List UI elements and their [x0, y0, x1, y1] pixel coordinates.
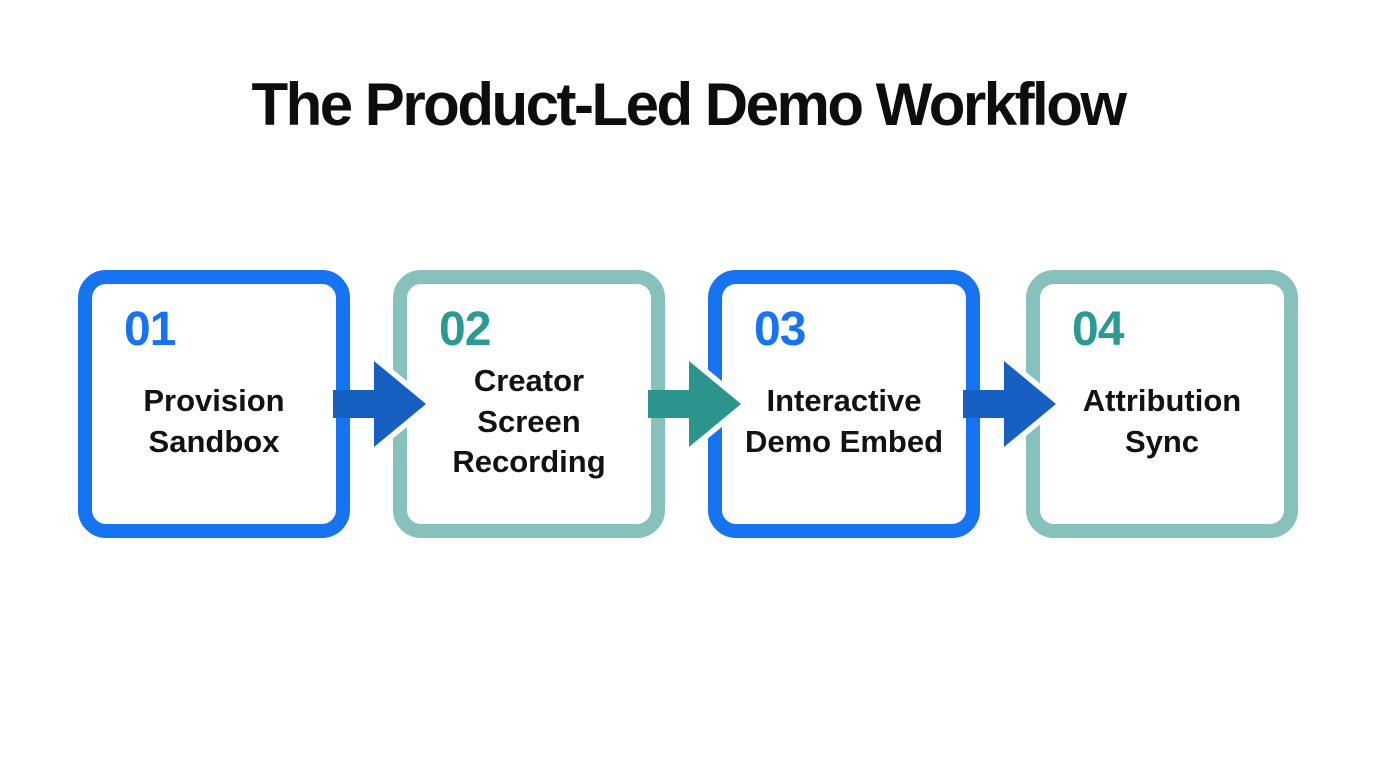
step-number: 02 [439, 303, 491, 356]
arrow-right-icon [963, 349, 1065, 459]
step-number: 03 [754, 303, 806, 356]
step-label: Interactive Demo Embed [744, 383, 944, 459]
step-label: Provision Sandbox [143, 383, 285, 459]
step-box-attribution-sync: 04 Attribution Sync [1026, 270, 1298, 538]
arrow-right-icon [648, 349, 750, 459]
arrow-right-icon [333, 349, 435, 459]
step-number: 04 [1072, 303, 1124, 356]
step-box-interactive-demo-embed: 03 Interactive Demo Embed [708, 270, 980, 538]
step-number: 01 [124, 303, 176, 356]
page-title: The Product-Led Demo Workflow [251, 71, 1127, 138]
step-label: Attribution Sync [1082, 383, 1242, 459]
step-box-creator-screen-recording: 02 Creator Screen Recording [393, 270, 665, 538]
step-label: Creator Screen Recording [452, 362, 606, 480]
step-box-provision-sandbox: 01 Provision Sandbox [78, 270, 350, 538]
